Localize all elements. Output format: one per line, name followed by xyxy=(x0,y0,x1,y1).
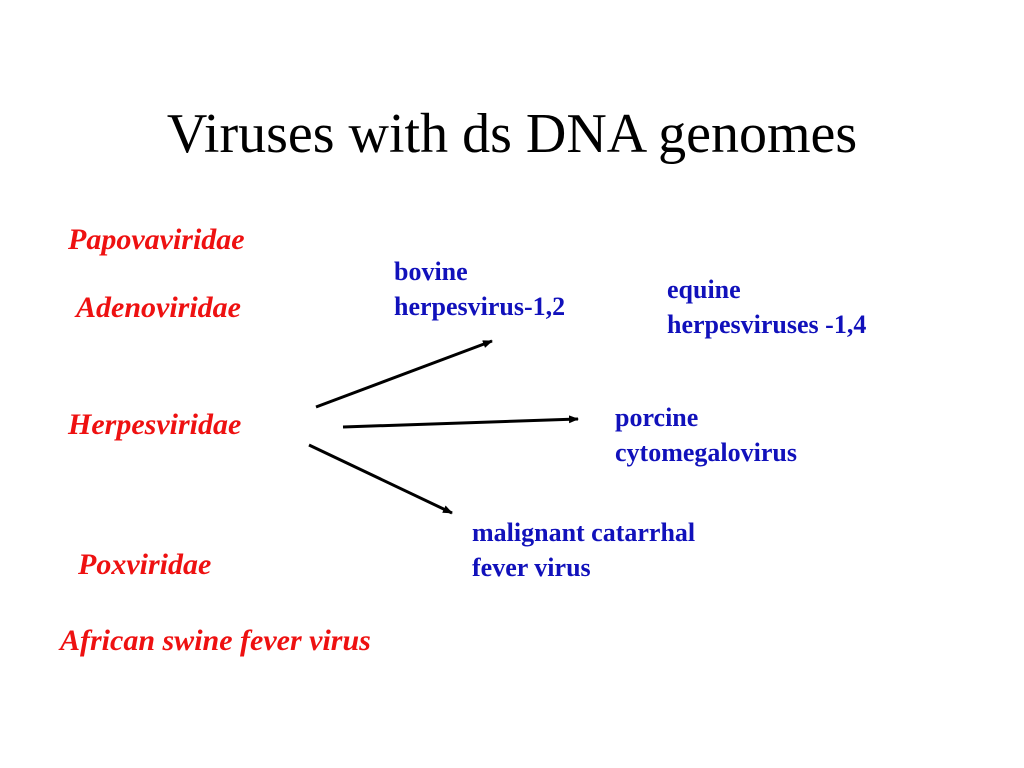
african-swine-fever-virus: African swine fever virus xyxy=(60,624,371,657)
porcine-line-2: cytomegalovirus xyxy=(615,438,797,467)
arrow-to-porcine xyxy=(342,415,579,429)
family-adenoviridae: Adenoviridae xyxy=(76,291,241,324)
porcine-line-1: porcine xyxy=(615,403,699,432)
malignant-catarrhal-fever-label: malignant catarrhal fever virus xyxy=(472,515,695,585)
mcf-line-1: malignant catarrhal xyxy=(472,518,696,547)
equine-line-2: herpesviruses -1,4 xyxy=(667,310,867,339)
equine-line-1: equine xyxy=(667,275,741,304)
bovine-line-1: bovine xyxy=(394,257,468,286)
family-poxviridae: Poxviridae xyxy=(78,548,212,581)
equine-herpesviruses-label: equine herpesviruses -1,4 xyxy=(667,272,866,342)
bovine-herpesvirus-label: bovine herpesvirus-1,2 xyxy=(394,254,565,324)
slide-title: Viruses with ds DNA genomes xyxy=(166,103,858,165)
arrow-to-mcf xyxy=(308,443,453,515)
family-herpesviridae: Herpesviridae xyxy=(68,408,242,441)
family-papovaviridae: Papovaviridae xyxy=(68,223,245,256)
mcf-line-2: fever virus xyxy=(472,553,591,582)
arrow-to-bovine xyxy=(315,339,493,409)
porcine-cytomegalovirus-label: porcine cytomegalovirus xyxy=(615,400,797,470)
bovine-line-2: herpesvirus-1,2 xyxy=(394,292,566,321)
